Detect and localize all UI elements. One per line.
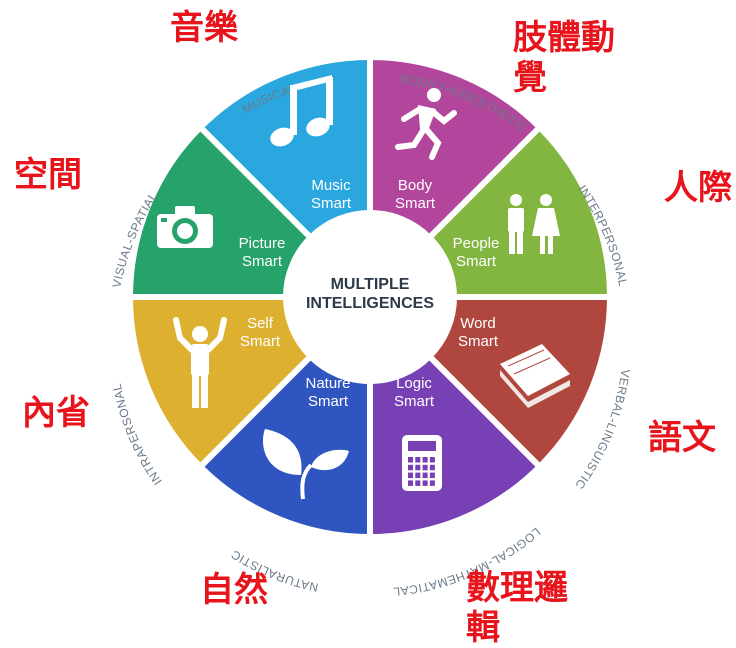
calculator-icon [402,435,442,491]
segment-picture [126,123,315,300]
segment-title-picture: Picture [239,235,286,252]
segment-title-self: Self [247,315,274,332]
leaf-icon [262,429,349,500]
center-circle [286,213,454,381]
segment-title-word: Word [460,315,496,332]
cn-label-music: 音樂 [170,8,238,48]
segment-logic [367,352,544,541]
segment-subtitle-music: Smart [311,195,352,212]
book-icon [500,344,570,408]
center-title-line2: INTELLIGENCES [306,295,434,312]
segment-subtitle-nature: Smart [308,393,349,410]
music-note-icon [270,75,333,147]
segment-title-logic: Logic [396,375,432,392]
segment-title-people: People [453,235,500,252]
segment-subtitle-body: Smart [395,195,436,212]
cn-label-picture: 空間 [14,155,82,195]
segment-self [126,294,315,471]
center-title-line1: MULTIPLE [331,276,410,293]
segment-title-music: Music [311,177,351,194]
cn-label-self: 內省 [22,393,90,433]
cn-label-body: 肢體動覺 [513,18,615,98]
cn-label-word: 語文 [648,418,716,458]
running-person-icon [395,88,457,160]
segment-body [367,53,544,242]
segment-subtitle-self: Smart [240,333,281,350]
segment-title-nature: Nature [305,375,350,392]
segment-subtitle-word: Smart [458,333,499,350]
segment-subtitle-picture: Smart [242,253,283,270]
people-icon [508,194,560,254]
segment-subtitle-people: Smart [456,253,497,270]
segment-title-body: Body [398,177,433,194]
cn-label-people: 人際 [664,168,732,208]
camera-icon [157,206,213,248]
person-arms-up-icon [173,317,227,408]
cn-label-logic: 數理邏輯 [466,568,568,648]
cn-label-nature: 自然 [200,570,268,610]
segment-subtitle-logic: Smart [394,393,435,410]
